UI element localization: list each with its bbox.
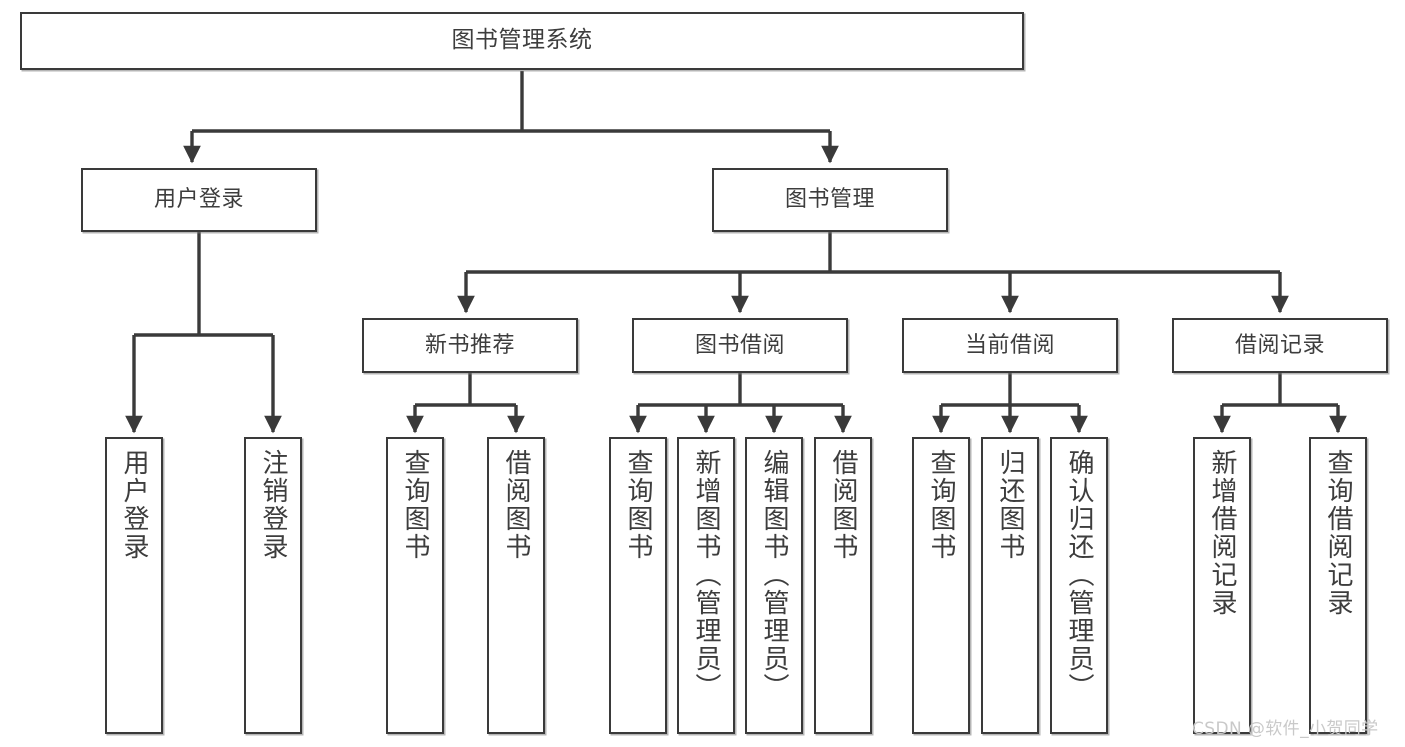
node-label: 借阅图书 [828, 449, 858, 561]
leaf-confirm-return[interactable]: 确认归还（管理员） [1050, 437, 1108, 734]
node-label: 用户登录 [153, 187, 244, 213]
leaf-add-borrow-record[interactable]: 新增借阅记录 [1193, 437, 1251, 734]
node-new-book-recommend[interactable]: 新书推荐 [362, 318, 578, 373]
node-label: 编辑图书（管理员） [759, 449, 789, 701]
leaf-query-book-recommend[interactable]: 查询图书 [386, 437, 444, 734]
node-label: 用户登录 [119, 449, 149, 561]
leaf-borrow-book[interactable]: 借阅图书 [814, 437, 872, 734]
leaf-logout-login[interactable]: 注销登录 [244, 437, 302, 734]
node-label: 新增图书（管理员） [691, 449, 721, 701]
node-label: 查询图书 [623, 449, 653, 561]
node-label: 注销登录 [258, 449, 288, 561]
node-label: 借阅图书 [501, 449, 531, 561]
leaf-user-login[interactable]: 用户登录 [105, 437, 163, 734]
leaf-return-book[interactable]: 归还图书 [981, 437, 1039, 734]
node-label: 查询图书 [400, 449, 430, 561]
node-label: 查询图书 [926, 449, 956, 561]
node-label: 图书管理 [784, 187, 875, 213]
node-label: 图书借阅 [694, 332, 785, 358]
node-label: 新增借阅记录 [1207, 449, 1237, 617]
node-label: 借阅记录 [1234, 332, 1325, 358]
node-label: 查询借阅记录 [1323, 449, 1353, 617]
leaf-query-borrow-record[interactable]: 查询借阅记录 [1309, 437, 1367, 734]
node-label: 归还图书 [995, 449, 1025, 561]
node-label: 新书推荐 [424, 332, 515, 358]
leaf-add-book[interactable]: 新增图书（管理员） [677, 437, 735, 734]
node-current-borrow[interactable]: 当前借阅 [902, 318, 1118, 373]
node-root-book-management-system[interactable]: 图书管理系统 [20, 12, 1024, 70]
leaf-borrow-book-recommend[interactable]: 借阅图书 [487, 437, 545, 734]
leaf-query-book-current[interactable]: 查询图书 [912, 437, 970, 734]
leaf-edit-book[interactable]: 编辑图书（管理员） [745, 437, 803, 734]
node-borrow-record[interactable]: 借阅记录 [1172, 318, 1388, 373]
node-label: 当前借阅 [964, 332, 1055, 358]
node-label: 确认归还（管理员） [1064, 449, 1094, 701]
node-book-borrow[interactable]: 图书借阅 [632, 318, 848, 373]
csdn-watermark: CSDN @软件_小贺同学 [1192, 719, 1379, 739]
node-user-login[interactable]: 用户登录 [81, 168, 317, 232]
leaf-query-book-borrow[interactable]: 查询图书 [609, 437, 667, 734]
node-book-management[interactable]: 图书管理 [712, 168, 948, 232]
node-label: 图书管理系统 [451, 27, 593, 54]
